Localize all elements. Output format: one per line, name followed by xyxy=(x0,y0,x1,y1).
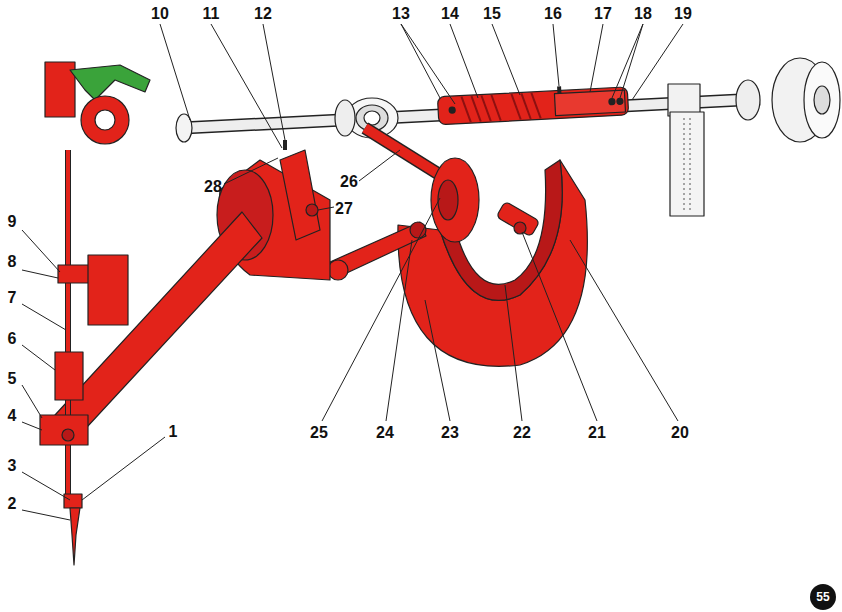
callout-number: 3 xyxy=(8,458,17,474)
page-number: 55 xyxy=(816,591,829,603)
callout-number: 28 xyxy=(204,179,222,195)
callout-number: 9 xyxy=(8,214,17,230)
callout-number: 5 xyxy=(8,371,17,387)
callout-number: 19 xyxy=(674,6,692,22)
callout-number: 25 xyxy=(310,425,328,441)
callout-number: 6 xyxy=(8,331,17,347)
callout-number: 15 xyxy=(483,6,501,22)
callout-number: 4 xyxy=(8,408,17,424)
callout-number: 22 xyxy=(513,425,531,441)
callout-number: 27 xyxy=(335,201,353,217)
callout-number: 23 xyxy=(441,425,459,441)
callout-number: 13 xyxy=(392,6,410,22)
callout-number: 10 xyxy=(151,6,169,22)
callout-number: 14 xyxy=(441,6,459,22)
callout-number: 17 xyxy=(594,6,612,22)
page-number-badge: 55 xyxy=(810,584,836,610)
callout-number: 18 xyxy=(634,6,652,22)
callout-number: 26 xyxy=(340,174,358,190)
callout-number: 12 xyxy=(254,6,272,22)
callout-number: 7 xyxy=(8,290,17,306)
callout-number: 1 xyxy=(169,424,178,440)
callout-number: 16 xyxy=(544,6,562,22)
callout-number: 24 xyxy=(376,425,394,441)
callout-number: 21 xyxy=(588,425,606,441)
callout-number: 2 xyxy=(8,496,17,512)
callout-number: 11 xyxy=(203,6,220,22)
callout-number: 8 xyxy=(8,254,17,270)
callout-number: 20 xyxy=(671,425,689,441)
